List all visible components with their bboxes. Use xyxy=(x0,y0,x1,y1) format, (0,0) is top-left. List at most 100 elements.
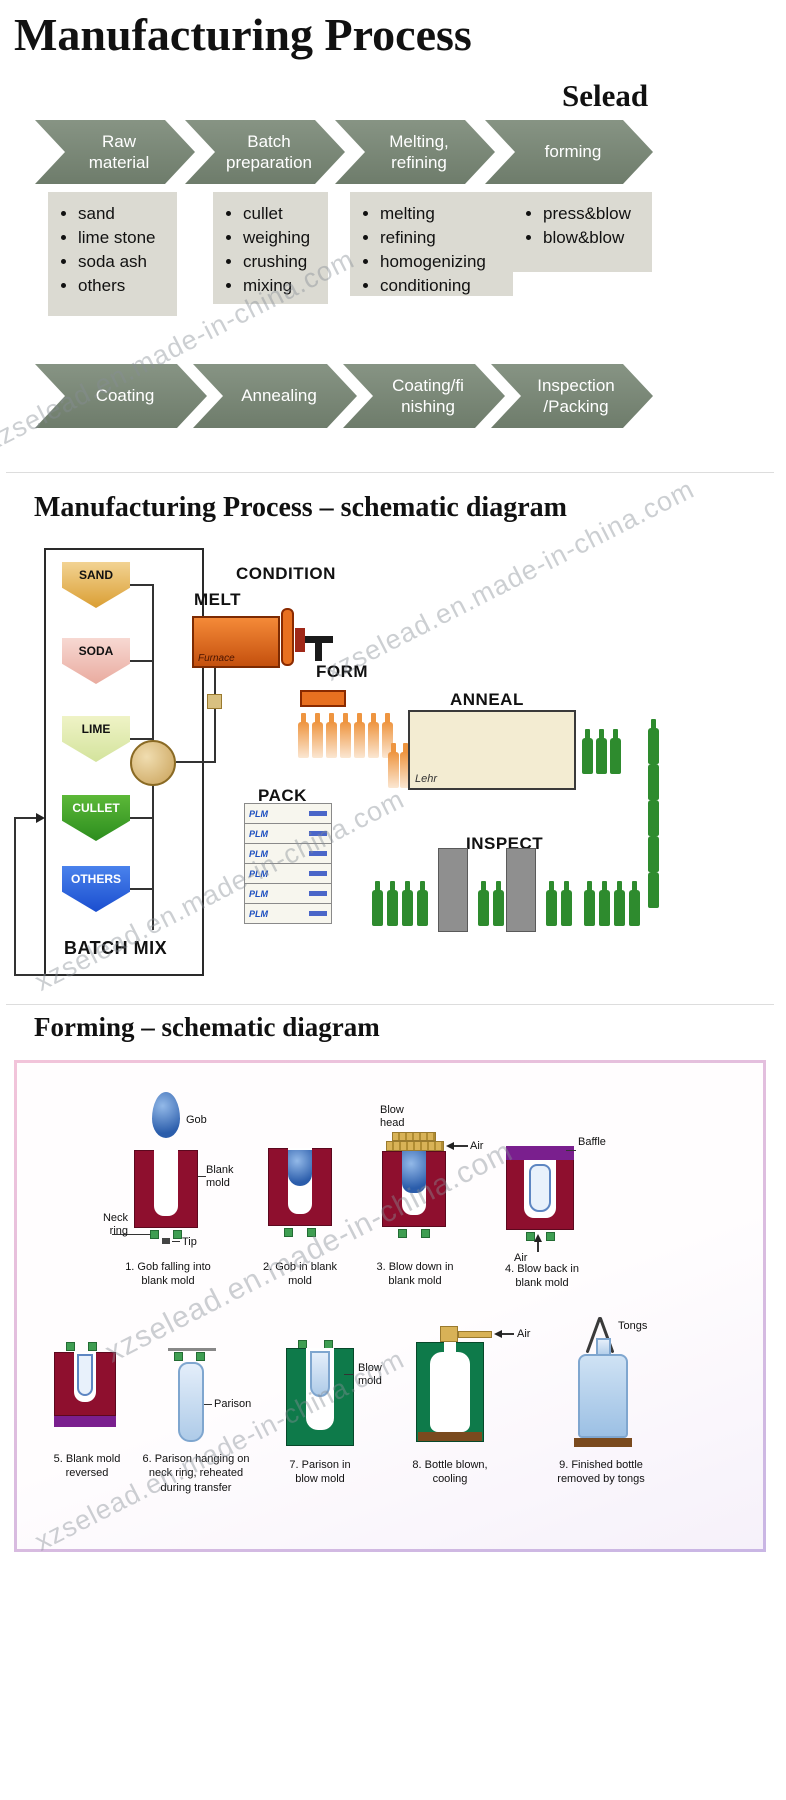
hopper-label: SAND xyxy=(78,568,113,582)
list-item: soda ash xyxy=(78,252,173,272)
step-caption: 1. Gob falling into blank mold xyxy=(125,1261,211,1288)
connector-line xyxy=(130,738,152,740)
gob-shape xyxy=(288,1150,312,1186)
parison-shape xyxy=(77,1354,93,1396)
inspect-machine xyxy=(506,848,536,932)
brand-logo: Selead xyxy=(562,78,649,113)
slide-divider xyxy=(6,1004,774,1005)
list-item: press&blow xyxy=(543,204,648,224)
list-item: sand xyxy=(78,204,173,224)
list-item: melting xyxy=(380,204,509,224)
step-caption: 5. Blank mold reversed xyxy=(53,1453,121,1480)
neck-ring-shape xyxy=(421,1229,430,1238)
carton-stripe xyxy=(309,851,327,856)
bottle-icon xyxy=(648,827,659,872)
bottle-icon xyxy=(312,713,323,758)
list-item: refining xyxy=(380,228,509,248)
hopper-label: SODA xyxy=(78,644,114,658)
batch-preparation-list: cullet weighing crushing mixing xyxy=(213,192,328,304)
bottle-icon xyxy=(382,713,393,758)
flow-step-annealing: Annealing xyxy=(193,364,357,428)
bottle-icon xyxy=(596,729,607,774)
tip-shape xyxy=(162,1238,170,1244)
inspect-machine xyxy=(438,848,468,932)
gob-feeder xyxy=(305,636,333,643)
carton-stripe xyxy=(309,831,327,836)
leader-line xyxy=(198,1176,206,1177)
neck-ring-label: Neck ring xyxy=(102,1212,128,1237)
bottle-icon xyxy=(648,791,659,836)
raw-material-list: sand lime stone soda ash others xyxy=(48,192,177,316)
bottle-icon xyxy=(599,881,610,926)
carton-stripe xyxy=(309,911,327,916)
air-arrow-icon xyxy=(446,1142,454,1150)
gob-shape xyxy=(402,1151,426,1193)
recycle-line xyxy=(14,974,46,976)
mold-base xyxy=(418,1432,482,1441)
hopper-label: LIME xyxy=(81,722,111,736)
bottle-icon xyxy=(388,743,399,788)
pack-label: PACK xyxy=(258,786,307,805)
pack-carton: PLM xyxy=(244,903,332,924)
bottle-icon xyxy=(400,743,411,788)
furnace-label: Furnace xyxy=(198,653,235,664)
neck-ring-shape xyxy=(284,1228,293,1237)
list-item: weighing xyxy=(243,228,324,248)
anneal-label: ANNEAL xyxy=(450,690,524,709)
lehr-label: Lehr xyxy=(415,773,438,785)
tongs-label: Tongs xyxy=(618,1320,648,1332)
finished-bottle-shape xyxy=(578,1354,628,1438)
mold-cavity xyxy=(430,1352,470,1432)
leader-line xyxy=(172,1241,180,1242)
pack-carton: PLM xyxy=(244,803,332,824)
blow-head-shape xyxy=(392,1132,436,1141)
bottle-icon xyxy=(561,881,572,926)
blank-mold-label: Blank mold xyxy=(206,1164,234,1189)
parison-shape xyxy=(529,1164,551,1212)
neck-ring-shape xyxy=(546,1232,555,1241)
pack-carton: PLM xyxy=(244,823,332,844)
air-arrow-icon xyxy=(534,1234,542,1242)
leader-line xyxy=(502,1333,514,1335)
bottle-base xyxy=(574,1438,632,1447)
step-caption: 2. Gob in blank mold xyxy=(263,1261,337,1288)
leader-line xyxy=(537,1242,539,1252)
flow-step-raw-material: Raw material xyxy=(35,120,195,184)
flow-step-coating: Coating xyxy=(35,364,207,428)
air-label: Air xyxy=(470,1140,484,1152)
blow-head-label: Blow head xyxy=(380,1104,405,1129)
furnace: Furnace xyxy=(192,616,280,668)
neck-ring-shape xyxy=(66,1342,75,1351)
connector-line xyxy=(130,817,152,819)
flow-step-coating-finishing: Coating/fi nishing xyxy=(343,364,505,428)
step-caption: 4. Blow back in blank mold xyxy=(505,1263,579,1290)
slide-divider xyxy=(6,472,774,473)
transfer-arm xyxy=(168,1348,216,1351)
pack-carton: PLM xyxy=(244,843,332,864)
forming-list: press&blow blow&blow xyxy=(513,192,652,272)
step-caption: 7. Parison in blow mold xyxy=(289,1459,351,1486)
list-item: mixing xyxy=(243,276,324,296)
pack-stack: PLM PLM PLM PLM PLM PLM xyxy=(244,803,332,924)
bottle-neck-cavity xyxy=(444,1342,456,1354)
hopper-label: CULLET xyxy=(72,801,120,815)
parison-shape xyxy=(310,1351,330,1397)
forehearth-block xyxy=(295,628,305,652)
step-caption: 3. Blow down in blank mold xyxy=(376,1261,454,1288)
list-item: lime stone xyxy=(78,228,173,248)
carton-stripe xyxy=(309,891,327,896)
leader-line xyxy=(566,1150,576,1151)
bottle-icon xyxy=(298,713,309,758)
leader-line xyxy=(112,1234,150,1235)
flow-step-forming: forming xyxy=(485,120,653,184)
tip-label: Tip xyxy=(182,1236,197,1248)
list-item: cullet xyxy=(243,204,324,224)
blow-tube-shape xyxy=(458,1331,492,1338)
bottle-icon xyxy=(648,719,659,764)
sand-hopper: SAND xyxy=(62,562,130,608)
list-item: conditioning xyxy=(380,276,509,296)
bottle-icon xyxy=(402,881,413,926)
blow-head-shape xyxy=(386,1141,444,1151)
bottle-icon xyxy=(610,729,621,774)
air-label: Air xyxy=(517,1328,531,1340)
